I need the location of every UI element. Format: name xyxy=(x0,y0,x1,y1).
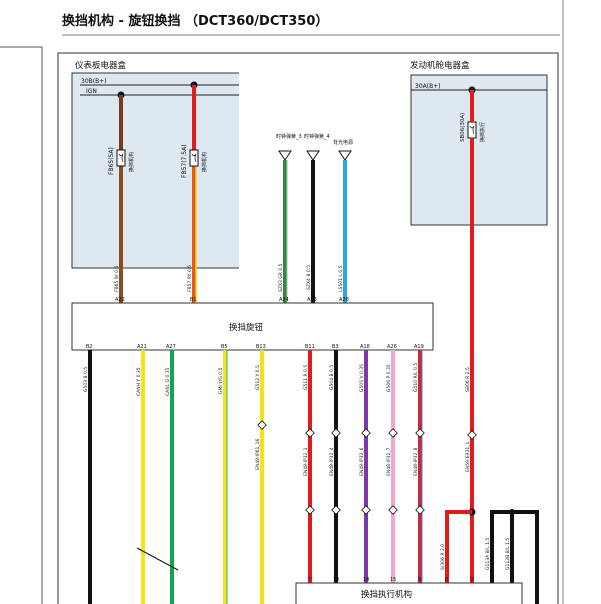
inline-connector-icon xyxy=(467,430,477,440)
act-pin-3: 3 xyxy=(470,577,473,583)
fuse-element xyxy=(118,153,124,163)
engine-box xyxy=(410,74,548,226)
pin-a26: A26 xyxy=(387,344,397,350)
wire-label: G510 R/L 0.5 xyxy=(413,363,419,392)
shift-actuator-label: 换挡执行机构 xyxy=(361,589,412,600)
wire-label: LS501 L 0.5 xyxy=(338,265,344,292)
wire-label: G511 R 0.5 xyxy=(303,365,309,390)
pin-a28: A28 xyxy=(339,297,349,303)
pin-b13: B13 xyxy=(256,344,266,350)
pin-b11: B11 xyxy=(305,344,315,350)
pin-a21: A21 xyxy=(137,344,147,350)
ground-junction-dot xyxy=(509,509,515,515)
act-pin-9: 9 xyxy=(418,577,421,583)
instrument-box-label: 仪表板电器盒 xyxy=(75,60,127,71)
act-pin-18: 18 xyxy=(363,577,369,583)
wire-label: CANL G 0.35 xyxy=(165,367,171,396)
act-pin-7: 7 xyxy=(308,577,311,583)
fuse-fb65-label: FB65(5A) xyxy=(108,147,115,175)
inline-label: EN48-IP32_6 xyxy=(359,447,365,476)
inline-connector-icon xyxy=(257,420,267,430)
engine-box-label: 发动机舱电器盒 xyxy=(410,60,470,71)
act-pin-15: 15 xyxy=(390,577,396,583)
inline-connector-icon xyxy=(331,505,341,515)
page-title: 换挡机构 - 旋钮换挡 （DCT360/DCT350） xyxy=(62,13,328,29)
fuse-fb65-desc: 换挡机构 xyxy=(128,152,135,172)
source-clock-spring-3-label: 时钟弹簧_3 xyxy=(276,133,302,140)
wire-label: G113B B/L 1.5 xyxy=(505,538,511,570)
inline-label: EN48-IP32_4 xyxy=(329,447,335,476)
source-clock-spring-3-icon xyxy=(278,150,292,161)
pin-a18: A18 xyxy=(360,344,370,350)
wire-label: S/306 R 2.0 xyxy=(440,544,446,570)
wire-label: G504 B 0.5 xyxy=(329,365,335,390)
wire-label: G505 V 0.35 xyxy=(359,364,365,392)
act-pin-10: 10 xyxy=(333,577,339,583)
pin-a27: A27 xyxy=(166,344,176,350)
wire-s306-red xyxy=(445,510,472,583)
twisted-pair-mark xyxy=(136,547,179,571)
pin-b5: B5 xyxy=(221,344,228,350)
fuse-sb06-icon xyxy=(467,121,477,139)
shift-knob-label: 换挡旋钮 xyxy=(229,322,264,333)
wire-label: FB57 RY 0.5 xyxy=(187,265,193,292)
shift-actuator-module xyxy=(295,582,523,604)
pin-b2: B2 xyxy=(86,344,93,350)
inline-label: EN48-IP32_1 xyxy=(303,447,309,476)
inline-label: EN59-ER31_1 xyxy=(465,441,471,472)
inline-connector-icon xyxy=(361,505,371,515)
fuse-element xyxy=(469,125,475,135)
pin-b3: B3 xyxy=(332,344,339,350)
pin-b1: B1 xyxy=(190,297,197,303)
wire-label: CANH Y 0.35 xyxy=(136,367,142,396)
fuse-fb57-icon xyxy=(189,149,199,167)
fuse-element xyxy=(191,153,197,163)
inline-connector-icon xyxy=(331,428,341,438)
wire-label: GMI Y/G 0.5 xyxy=(218,367,224,394)
bus-30b-label: 30B(B+) xyxy=(81,78,107,85)
wire-label: SZX3 GR 0.5 xyxy=(278,263,284,292)
inline-connector-icon xyxy=(388,428,398,438)
pin-a19: A19 xyxy=(414,344,424,350)
source-clock-spring-4-label: 时钟弹簧_4 xyxy=(304,133,330,140)
act-pin-8: 8 xyxy=(445,577,448,583)
inline-connector-icon xyxy=(415,428,425,438)
inline-connector-icon xyxy=(305,505,315,515)
diagram-frame xyxy=(57,52,559,604)
instrument-box-fill xyxy=(72,73,239,268)
inline-connector-icon xyxy=(361,428,371,438)
source-backlight-label: 背光电源 xyxy=(333,139,353,146)
bus-ign-label: IGN xyxy=(86,88,97,95)
shift-knob-module xyxy=(71,302,434,351)
bus-30a-label: 30A(B+) xyxy=(415,83,441,90)
act-pin-4: 4 xyxy=(490,577,493,583)
inline-connector-icon xyxy=(415,505,425,515)
wire-label: SZX4 B 0.5 xyxy=(306,265,312,290)
inline-label: EN48-IP32_8 xyxy=(413,447,419,476)
fuse-fb57-label: FB57(7.5A) xyxy=(181,144,188,178)
act-pin-5: 5 xyxy=(510,577,513,583)
wire-label: FB65 Br 0.5 xyxy=(114,266,120,292)
source-backlight-icon xyxy=(338,150,352,161)
wire-label: G506 P 0.35 xyxy=(386,364,392,392)
act-pin-6: 6 xyxy=(535,577,538,583)
inline-connector-icon xyxy=(305,428,315,438)
pin-a24: A24 xyxy=(279,297,289,303)
instrument-box xyxy=(71,72,239,269)
source-clock-spring-4-icon xyxy=(306,150,320,161)
fuse-fb57-desc: 换挡机构 xyxy=(201,152,208,172)
fuse-sb06-label: SB06(30A) xyxy=(460,113,466,142)
fuse-sb06-desc: 换挡执行 xyxy=(479,122,486,142)
wire-label: G512 Y 0.5 xyxy=(255,365,261,390)
wire-label: G503 B 0.5 xyxy=(83,367,89,392)
wire-label: SB06 R 2.5 xyxy=(465,367,471,392)
fuse-fb65-icon xyxy=(116,149,126,167)
inline-label: EN48-IP61_16 xyxy=(255,439,261,470)
wire-label: G113A B/L 1.5 xyxy=(485,538,491,570)
inline-connector-icon xyxy=(388,505,398,515)
pin-a22: A22 xyxy=(115,297,125,303)
inline-label: EN48-IP32_7 xyxy=(386,447,392,476)
pin-a23: A23 xyxy=(307,297,317,303)
